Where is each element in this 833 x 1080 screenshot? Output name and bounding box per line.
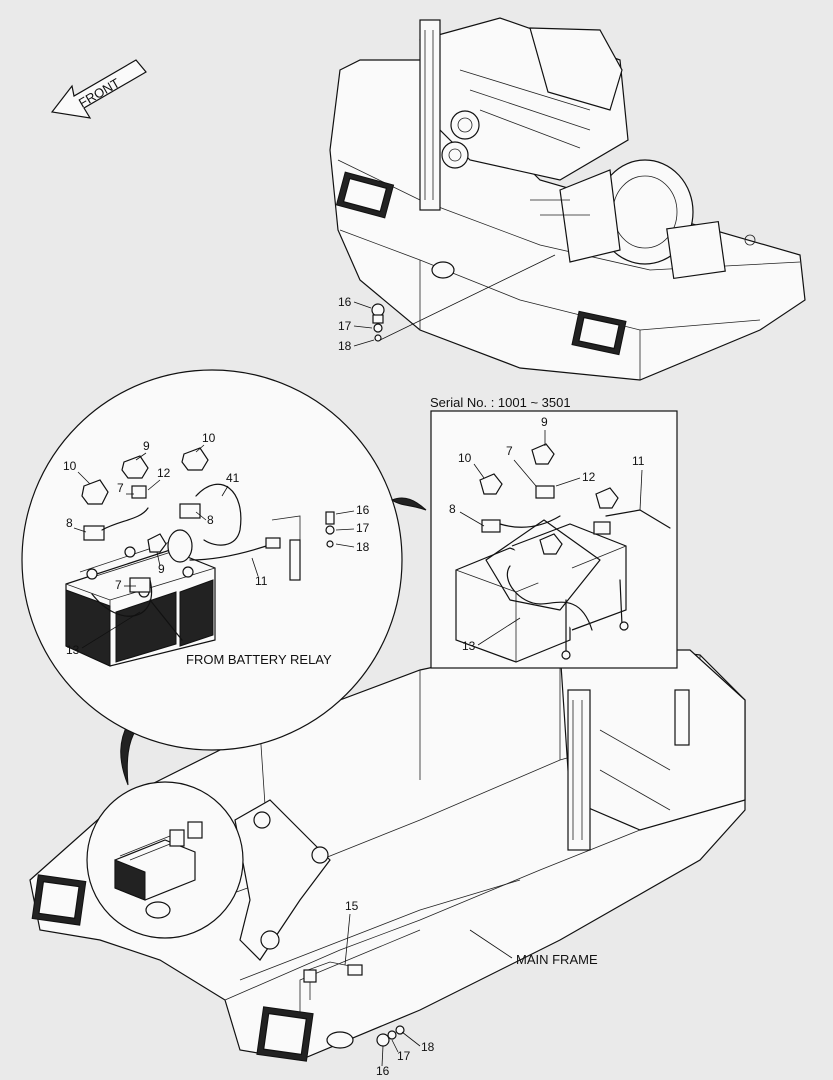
detail-callouts: 9 10 10 12 41 7 8 8 9 7 16 17 18 11 13 F… xyxy=(63,431,370,667)
callout-11: 11 xyxy=(255,574,268,588)
callout-9-lower: 9 xyxy=(158,562,165,576)
front-arrow: FRONT xyxy=(50,59,147,119)
callout-12: 12 xyxy=(157,466,171,480)
label-from-battery-relay: FROM BATTERY RELAY xyxy=(186,652,332,667)
callout-9-right-box: 9 xyxy=(541,415,548,429)
callout-8-right-box: 8 xyxy=(449,502,456,516)
callout-41: 41 xyxy=(226,471,240,485)
callout-10-left: 10 xyxy=(63,459,77,473)
callout-10-right: 10 xyxy=(202,431,216,445)
callout-15: 15 xyxy=(345,899,359,913)
label-serial-number: Serial No. : 1001 ~ 3501 xyxy=(430,395,571,410)
bottom-callouts: 15 MAIN FRAME 18 17 16 xyxy=(344,899,598,1078)
callout-10-right-box: 10 xyxy=(458,451,472,465)
callout-17-top: 17 xyxy=(338,319,352,333)
front-arrow-label: FRONT xyxy=(76,75,122,110)
serial-box-callouts: Serial No. : 1001 ~ 3501 9 10 7 12 11 8 … xyxy=(430,395,645,653)
serial-detail-box xyxy=(430,410,678,669)
label-main-frame: MAIN FRAME xyxy=(516,952,598,967)
callout-9: 9 xyxy=(143,439,150,453)
callout-17: 17 xyxy=(356,521,370,535)
callout-18-bottom: 18 xyxy=(421,1040,435,1054)
upper-structure-illustration xyxy=(329,17,806,381)
callout-8-left: 8 xyxy=(66,516,73,530)
callout-17-bottom: 17 xyxy=(397,1049,411,1063)
callout-16-top: 16 xyxy=(338,295,352,309)
callout-7-right-box: 7 xyxy=(506,444,513,458)
callout-7-top: 7 xyxy=(117,481,124,495)
battery-location-detail xyxy=(86,719,244,939)
top-callouts: 16 17 18 xyxy=(338,295,375,353)
callout-13: 13 xyxy=(66,643,80,657)
callout-16: 16 xyxy=(356,503,370,517)
callout-12-right-box: 12 xyxy=(582,470,596,484)
callout-7-lower: 7 xyxy=(115,578,122,592)
callout-11-right-box: 11 xyxy=(632,454,645,468)
callout-13-right-box: 13 xyxy=(462,639,476,653)
callout-16-bottom: 16 xyxy=(376,1064,390,1078)
callout-8-right: 8 xyxy=(207,513,214,527)
callout-18: 18 xyxy=(356,540,370,554)
battery-detail-circle xyxy=(21,369,427,751)
callout-18-top: 18 xyxy=(338,339,352,353)
